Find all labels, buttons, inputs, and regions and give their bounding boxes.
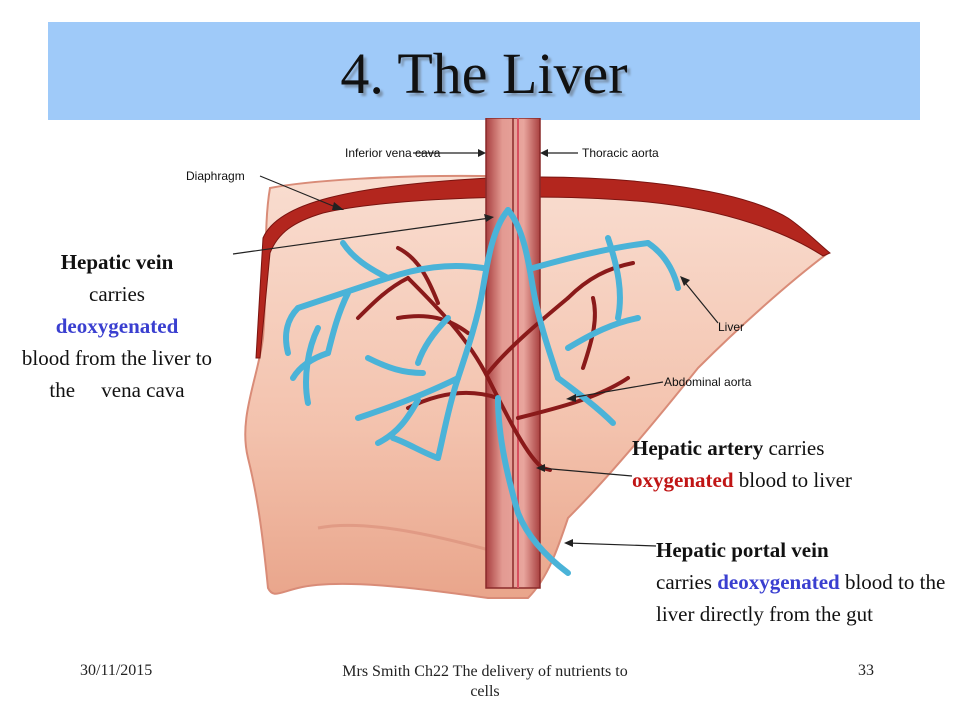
footer-date: 30/11/2015: [80, 662, 153, 679]
label-liver: Liver: [718, 320, 744, 334]
hepatic-artery-highlight: oxygenated: [632, 468, 734, 492]
callout-hepatic-vein: Hepatic vein carries deoxygenated blood …: [8, 246, 226, 406]
hepatic-artery-text-1: carries: [763, 436, 825, 460]
hepatic-vein-highlight: deoxygenated: [55, 314, 179, 338]
hepatic-portal-vein-highlight: deoxygenated: [717, 570, 840, 594]
liver-diagram: Inferior vena cava Thoracic aorta Diaphr…: [88, 118, 832, 610]
label-diaphragm: Diaphragm: [186, 169, 245, 183]
footer-page-number: 33: [858, 662, 874, 679]
callout-hepatic-artery: Hepatic artery carries oxygenated blood …: [632, 432, 952, 496]
callout-hepatic-portal-vein: Hepatic portal vein carries deoxygenated…: [656, 534, 946, 630]
hepatic-portal-vein-title: Hepatic portal vein: [656, 538, 829, 562]
hepatic-portal-vein-text-2: blood to the liver directly from the gut: [656, 570, 946, 626]
label-inferior-vena-cava: Inferior vena cava: [345, 146, 441, 160]
hepatic-artery-text-2: blood to liver: [733, 468, 852, 492]
label-thoracic-aorta: Thoracic aorta: [582, 146, 659, 160]
title-bar: 4. The Liver: [48, 22, 920, 120]
footer-title: Mrs Smith Ch22 The delivery of nutrients…: [342, 663, 628, 700]
hepatic-vein-text-1: carries: [89, 282, 145, 306]
hepatic-vein-branches: [283, 207, 681, 576]
hepatic-vein-title: Hepatic vein: [60, 250, 174, 274]
hepatic-artery-title: Hepatic artery: [632, 436, 764, 460]
slide-title: 4. The Liver: [340, 41, 628, 106]
hepatic-vein-text-2: blood from the liver to the vena cava: [21, 346, 218, 402]
hepatic-portal-vein-text-1: carries: [656, 570, 718, 594]
label-abdominal-aorta: Abdominal aorta: [664, 375, 752, 389]
